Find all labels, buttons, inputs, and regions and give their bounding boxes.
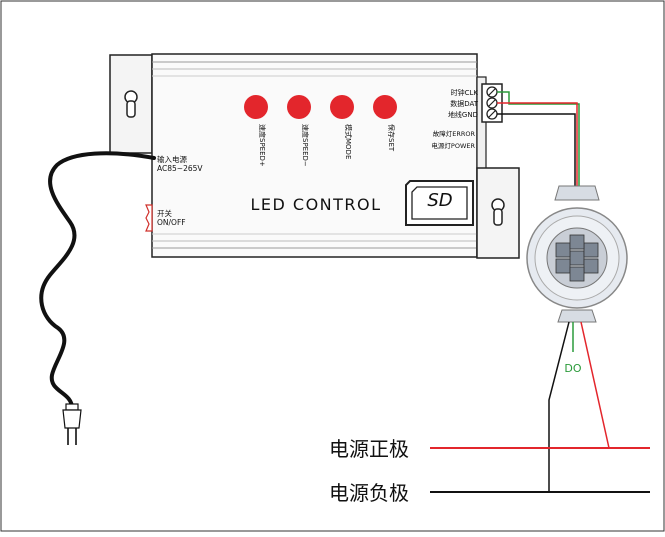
right-mounting-bracket (476, 167, 520, 259)
dat-wire (497, 102, 578, 188)
positive-bus-label: 电源正极 (329, 437, 409, 461)
left-mounting-bracket (109, 54, 153, 154)
speed-plus-button[interactable] (244, 95, 268, 119)
mode-label: 模式MODE (344, 124, 353, 159)
terminal-screw-gnd-icon (486, 108, 498, 120)
switch-state-label: ON/OFF (157, 218, 186, 227)
led-chip (569, 250, 585, 266)
power-cord (39, 151, 156, 410)
power-plug-icon (62, 403, 82, 445)
led-chip (583, 258, 599, 274)
led-chips (555, 234, 599, 282)
led-chip (555, 258, 571, 274)
led-chip (555, 242, 571, 258)
speed-minus-label: 速度SPEED− (301, 124, 310, 167)
led-chip (569, 266, 585, 282)
led-chip (583, 242, 599, 258)
input-voltage-label: AC85~265V (157, 164, 203, 173)
controller-title: LED CONTROL (250, 195, 381, 214)
gnd-wire (497, 113, 576, 188)
set-button[interactable] (373, 95, 397, 119)
negative-drop-wire (548, 321, 570, 492)
terminal-screw-clk-icon (486, 86, 498, 98)
negative-bus-label: 电源负极 (329, 481, 409, 505)
led-chip (569, 234, 585, 250)
set-label: 保存SET (387, 124, 396, 152)
switch-label: 开关 (157, 208, 172, 218)
clk-terminal-label: 时钟CLK (451, 88, 479, 97)
mode-button[interactable] (330, 95, 354, 119)
clk-wire (497, 91, 580, 188)
do-label: DO (564, 362, 581, 375)
speed-minus-button[interactable] (287, 95, 311, 119)
sd-label: SD (427, 190, 452, 211)
gnd-terminal-label: 地线GND (448, 110, 478, 119)
positive-drop-wire (580, 321, 610, 449)
power-switch[interactable] (145, 204, 153, 232)
input-power-label: 输入电源 (157, 154, 187, 164)
power-indicator-label: 电源灯POWER (431, 141, 475, 150)
controller-body (151, 53, 478, 258)
sd-card-slot: SD (405, 180, 474, 226)
speed-plus-label: 速度SPEED+ (258, 124, 267, 167)
terminal-screw-dat-icon (486, 97, 498, 109)
error-indicator-label: 故障灯ERROR (433, 129, 476, 138)
dat-terminal-label: 数据DAT (450, 99, 479, 108)
